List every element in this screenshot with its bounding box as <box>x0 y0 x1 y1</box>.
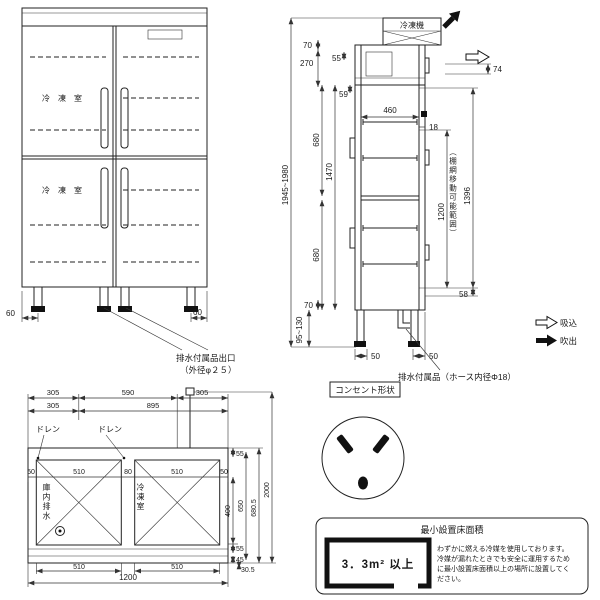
door-shelf-dashes <box>30 56 199 263</box>
plan-dim-50-left: 50 <box>27 469 35 476</box>
side-dim-59: 59 <box>339 90 348 99</box>
plan-drain-label-left: ドレン <box>36 425 60 434</box>
drain-pipe <box>397 310 410 329</box>
suction-arrow-icon <box>535 315 558 330</box>
side-door-handle <box>349 137 356 159</box>
front-dim-60-right: 60 <box>193 308 202 317</box>
plan-dim-400: 400 <box>225 505 232 517</box>
plan-dim-895: 895 <box>147 401 160 410</box>
min-area-value: 3．3m² 以上 <box>342 557 415 571</box>
blowout-arrow-icon <box>536 334 557 347</box>
front-freezer-label-upper: 冷 凍 室 <box>42 93 82 103</box>
front-top-panel <box>21 7 208 27</box>
plan-drain-hole <box>55 526 65 536</box>
side-dim-680-upper: 680 <box>312 133 321 147</box>
side-dim-50-right: 50 <box>429 352 438 361</box>
side-dim-50-left: 50 <box>371 352 380 361</box>
side-view: 冷凍機 74 <box>281 10 578 382</box>
side-dim-680-lower: 680 <box>312 248 321 262</box>
side-dim-270: 270 <box>300 59 314 68</box>
outlet-ground-hole <box>358 476 368 490</box>
side-dim-70-top: 70 <box>303 41 312 50</box>
plan-drain-label-right: ドレン <box>98 425 122 434</box>
side-dim-460: 460 <box>383 106 397 115</box>
plan-dim-510-left: 510 <box>73 469 85 476</box>
outlet-blade-left <box>336 434 354 454</box>
min-floor-area-panel: 最小設置床面積 3．3m² 以上 わずかに燃える冷媒を使用しております。 冷媒が… <box>315 517 589 595</box>
plan-outline <box>27 447 229 564</box>
airflow-arrow-icon <box>465 49 490 65</box>
plan-dim-680-5: 680.5 <box>251 499 258 517</box>
min-area-note-line4: ださい。 <box>437 575 465 583</box>
side-dim-leg-range: 95~130 <box>295 316 304 343</box>
min-area-note-line1: わずかに燃える冷媒を使用しております。 <box>437 544 569 553</box>
exhaust-arrow-icon <box>442 10 461 29</box>
plan-dim-305-left: 305 <box>47 388 60 397</box>
plan-dim-305-second: 305 <box>47 401 60 410</box>
min-area-box <box>315 517 589 595</box>
plan-drain-fitting <box>185 387 195 396</box>
side-dim-74: 74 <box>493 65 502 74</box>
plan-dim-80: 80 <box>124 469 132 476</box>
outlet-diagram: コンセント形状 <box>321 381 405 500</box>
outlet-title-box <box>329 381 401 398</box>
side-dim-58: 58 <box>459 290 468 299</box>
side-door-handle <box>349 227 356 249</box>
floor-area-icon <box>324 537 432 589</box>
outlet-blade-right <box>372 434 390 454</box>
min-area-title: 最小設置床面積 <box>420 524 483 535</box>
min-area-note-line3: に最小設置床面積以上の場所に設置してく <box>437 564 570 573</box>
side-dim-18: 18 <box>429 123 438 132</box>
front-freezer-label-lower: 冷 凍 室 <box>42 185 82 195</box>
min-area-note-line2: 冷媒が漏れたときでも安全に運用するため <box>437 554 570 563</box>
side-cabinet-body <box>354 44 426 311</box>
compressor <box>365 51 393 77</box>
door-handles <box>100 87 129 229</box>
plan-dim-45: 45 <box>236 557 244 564</box>
drain-outlet-note-line1: 排水付属品出口 <box>176 353 236 363</box>
control-panel <box>147 29 183 40</box>
plan-dim-510-bottom-right: 510 <box>171 564 183 571</box>
plan-dim-305-right: 305 <box>196 388 209 397</box>
plan-left-compartment <box>35 459 122 546</box>
front-dim-60-left: 60 <box>6 309 15 318</box>
side-dim-55: 55 <box>332 54 341 63</box>
side-dim-70-bottom: 70 <box>304 301 313 310</box>
outlet-title: コンセント形状 <box>335 385 395 395</box>
side-dim-1200: 1200 <box>437 203 446 221</box>
plan-dim-1200: 1200 <box>119 573 137 582</box>
plan-view: 305 590 305 305 895 ドレン ドレン 50 510 <box>27 387 276 587</box>
plan-dim-55-top: 55 <box>236 451 244 458</box>
plan-dim-510-right: 510 <box>171 469 183 476</box>
plan-interior-drain-label: 庫内排水 <box>42 483 51 521</box>
plan-dim-650: 650 <box>238 500 245 512</box>
plan-dim-50-right: 50 <box>220 469 228 476</box>
side-dim-1396: 1396 <box>463 187 472 205</box>
condenser-unit: 冷凍機 <box>382 17 442 46</box>
plan-right-compartment <box>134 459 221 546</box>
blowout-label: 吹出 <box>560 336 577 346</box>
outlet-face <box>321 416 405 500</box>
suction-label: 吸込 <box>560 318 578 328</box>
plan-dim-590: 590 <box>122 388 135 397</box>
side-dim-1470: 1470 <box>325 163 334 181</box>
plan-dim-55-bottom: 55 <box>236 546 244 553</box>
condenser-label: 冷凍機 <box>400 20 424 30</box>
plan-freezer-label: 冷凍室 <box>136 483 145 512</box>
plan-dim-510-bottom-left: 510 <box>73 564 85 571</box>
plan-dim-2000: 2000 <box>264 482 271 498</box>
plan-dim-30-5: 30.5 <box>241 567 255 574</box>
front-legs <box>31 286 198 312</box>
side-legs <box>354 309 420 347</box>
drain-outlet-note-line2: （外径φ２５） <box>180 365 237 375</box>
drain-hose-note: 排水付属品（ホース内径Φ18） <box>398 372 516 382</box>
shelves <box>362 119 418 267</box>
front-view: 冷 凍 室 冷 凍 室 60 60 排水付属品出口 （外径φ２５） <box>6 7 237 375</box>
side-dim-height-range: 1945~1980 <box>281 164 290 205</box>
shelf-range-note: （棚網移動可能範囲） <box>448 148 458 238</box>
